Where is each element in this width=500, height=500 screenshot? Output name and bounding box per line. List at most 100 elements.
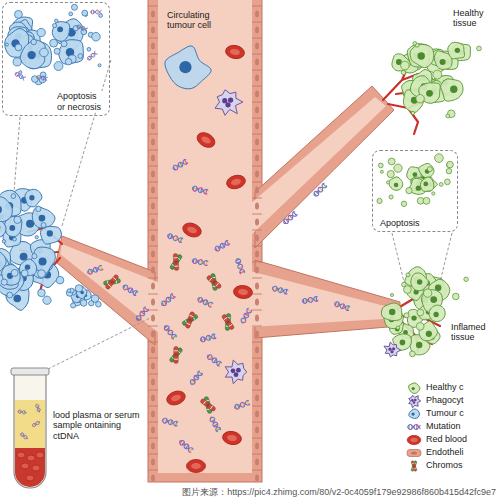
red-blood-cell [407, 435, 421, 444]
dna-rung [144, 307, 148, 310]
cell-body [32, 207, 55, 228]
cell-body [2, 265, 20, 286]
dna-rung [293, 212, 296, 216]
apoptotic-body [99, 14, 103, 18]
chromosome-arm [173, 253, 179, 270]
tube-red-cell [21, 463, 29, 469]
dna-strand [282, 211, 297, 225]
apoptotic-body [54, 62, 63, 71]
phagocyte-body [409, 395, 421, 408]
dna-fragment [122, 284, 138, 296]
dna-strand [35, 403, 41, 412]
cell-nucleus [440, 59, 446, 65]
cell-nucleus [400, 340, 406, 346]
chromosome-band [414, 468, 416, 470]
endothelial-nucleus [255, 347, 259, 354]
dna-strand [163, 324, 177, 339]
cell-junction [252, 422, 262, 423]
healthy-cell [441, 79, 463, 101]
apoptotic-body [92, 32, 101, 41]
tube-glass [14, 374, 46, 488]
dna-strand [36, 75, 48, 81]
cell-body [409, 409, 420, 418]
chromosome-band [210, 406, 212, 409]
chromosome-band [412, 462, 414, 464]
endothelial-nucleus [255, 171, 259, 178]
dna-strand [31, 420, 40, 427]
dna-fragment [163, 324, 177, 340]
apoptotic-body [35, 236, 38, 239]
chromosome [411, 460, 417, 471]
chromosome-band [209, 278, 212, 281]
apoptotic-body [40, 48, 49, 57]
dna-fragment [135, 306, 149, 322]
dna-strand [76, 24, 88, 32]
apoptotic-body [38, 270, 46, 278]
dna-strand [313, 183, 328, 198]
apoptotic-body [55, 19, 58, 22]
dna-fragment [334, 301, 351, 311]
endothelial-nucleus [151, 299, 155, 306]
cell-junction [148, 358, 158, 359]
endothelial-nucleus [151, 395, 155, 402]
dna-strand [35, 403, 41, 412]
phagocyte-body [384, 342, 401, 357]
cell-body [420, 177, 433, 191]
vessel-lumen [158, 0, 252, 473]
leader-line [440, 233, 452, 282]
phagocyte [225, 360, 247, 384]
chromosome [199, 395, 217, 415]
apoptotic-body [87, 47, 91, 51]
apoptotic-body [71, 4, 77, 10]
legend-healthy-cell [408, 383, 419, 394]
phagocyte-nucleus [228, 97, 233, 102]
cell-body [410, 44, 434, 67]
cell-junction [148, 406, 158, 407]
apoptotic-body [65, 58, 71, 64]
dna-rung [210, 302, 212, 307]
dna-rung [198, 371, 202, 374]
endothelial-nucleus [151, 27, 155, 34]
dna-fragment [172, 159, 188, 171]
cell-junction [148, 342, 158, 343]
dna-strand [200, 334, 217, 343]
endothelial-nucleus [151, 315, 155, 322]
apoptotic-body [396, 326, 399, 329]
dna-strand [408, 425, 421, 430]
dna-strand [234, 400, 251, 410]
cell-body [0, 196, 12, 221]
cell-junction [148, 118, 158, 119]
apoptotic-body [96, 301, 102, 307]
phagocyte-nucleus [411, 399, 414, 402]
endothelial-nucleus [255, 475, 259, 482]
cell-junction [148, 182, 158, 183]
cell-junction [252, 310, 262, 311]
apoptotic-body [401, 61, 410, 70]
endothelial-nucleus [255, 27, 259, 34]
cell-junction [252, 22, 262, 23]
tumour-cell [59, 40, 84, 64]
endothelial-nucleus [151, 443, 155, 450]
tissue-label: Healthy tissue [452, 8, 498, 29]
leader-line [48, 318, 150, 369]
dna-strand [302, 296, 319, 304]
centromere [188, 318, 192, 322]
apoptotic-body [15, 44, 22, 51]
cell-junction [148, 438, 158, 439]
dna-fragment [31, 420, 40, 427]
cell-junction [148, 22, 158, 23]
rbc-centre [410, 438, 417, 442]
dna-rung [226, 241, 229, 245]
rbc-centre [191, 463, 201, 469]
chromatid [169, 254, 182, 270]
inset-box: Apoptosis or necrosis [2, 2, 110, 116]
endothelial-nucleus [255, 427, 259, 434]
chromosome-arm [221, 314, 234, 330]
cell-junction [252, 134, 262, 135]
phagocyte-nucleus [392, 347, 395, 350]
tumour-cell [32, 207, 55, 228]
cell-label: Circulating tumour cell [166, 10, 232, 31]
endothelial-cell [407, 450, 421, 457]
cell-junction [252, 342, 262, 343]
chromosome [169, 252, 183, 271]
